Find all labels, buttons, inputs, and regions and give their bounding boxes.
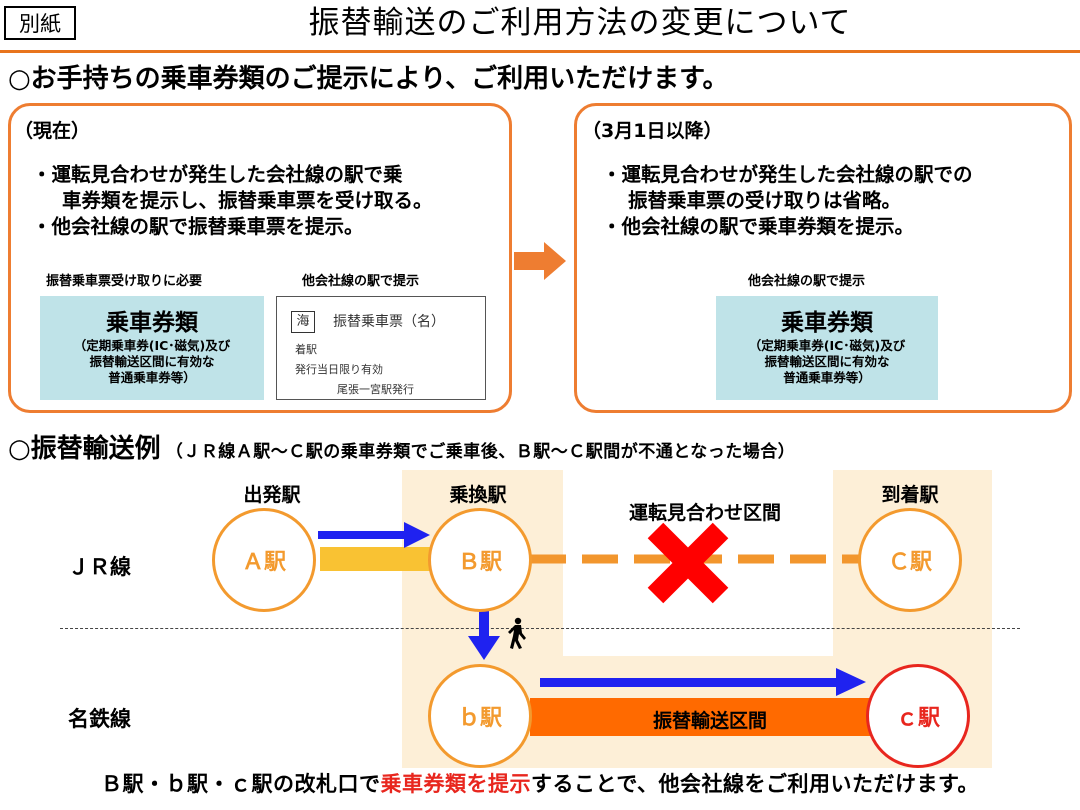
blue-arrow-head-bc	[836, 668, 866, 696]
jr-track-ab	[320, 547, 434, 571]
slip-mark: 海	[291, 311, 315, 333]
ticket-title: 乗車券類	[781, 310, 873, 336]
after-label: 他会社線の駅で提示	[748, 274, 866, 289]
walking-person-icon	[508, 617, 526, 649]
ticket-title: 乗車券類	[106, 310, 198, 336]
blue-arrow-shaft-ab	[318, 531, 410, 539]
blue-arrow-head-ab	[404, 522, 430, 548]
blue-arrow-shaft-down	[479, 608, 489, 640]
after-panel	[574, 103, 1072, 413]
arrow-right-icon	[514, 242, 566, 280]
meitetsu-transfer-track	[530, 698, 870, 736]
after-bullet-2: ・他会社線の駅で乗車券類を提示。	[602, 215, 915, 238]
slip-title: 振替乗車票（名）	[333, 314, 445, 330]
blue-arrow-head-down	[468, 636, 500, 660]
after-ticket-card: 乗車券類 （定期乗車券(IC･磁気)及び 振替輸送区間に有効な 普通乗車券等）	[716, 296, 938, 400]
footer-text-2: することで、他会社線をご利用いただけます。	[531, 772, 979, 796]
after-bullets: ・運転見合わせが発生した会社線の駅での 振替乗車票の受け取りは省略。 ・他会社線…	[594, 162, 973, 240]
footer-highlight: 乗車券類を提示	[380, 772, 532, 796]
current-label-left: 振替乗車票受け取りに必要	[46, 274, 203, 289]
current-label-right: 他会社線の駅で提示	[302, 274, 420, 289]
current-bullet-1: ・運転見合わせが発生した会社線の駅で乗	[32, 163, 403, 186]
ticket-detail-1: （定期乗車券(IC･磁気)及び	[73, 338, 231, 353]
example-heading-row: ○振替輸送例 （ＪＲ線Ａ駅～Ｃ駅の乗車券類でご乗車後、Ｂ駅～Ｃ駅間が不通となった…	[8, 428, 795, 465]
current-bullet-2: ・他会社線の駅で振替乗車票を提示。	[32, 215, 364, 238]
ticket-detail-3: 普通乗車券等）	[783, 370, 871, 385]
after-bullet-1-cont: 振替乗車票の受け取りは省略。	[628, 189, 902, 212]
current-panel	[8, 103, 512, 413]
line-divider	[60, 628, 1020, 629]
title-underline	[0, 50, 1080, 53]
arrival-label: 到着駅	[881, 484, 939, 506]
page-title: 振替輸送のご利用方法の変更について	[308, 5, 852, 41]
station-c: Ｃ駅	[858, 508, 962, 612]
blue-arrow-shaft-bc	[540, 678, 840, 687]
slip-line-1: 着駅	[295, 343, 317, 356]
current-heading: （現在）	[14, 120, 91, 142]
station-c-meitetsu: ｃ駅	[866, 664, 970, 768]
station-a: Ａ駅	[212, 508, 316, 612]
footer-text-1: Ｂ駅・ｂ駅・ｃ駅の改札口で	[101, 772, 381, 796]
transfer-section-label: 振替輸送区間	[652, 710, 767, 732]
after-heading: （3月1日以降）	[582, 120, 723, 142]
cross-mark-icon	[647, 522, 729, 604]
ticket-detail-3: 普通乗車券等）	[108, 370, 196, 385]
ticket-detail-1: （定期乗車券(IC･磁気)及び	[748, 338, 906, 353]
footer-note: Ｂ駅・ｂ駅・ｃ駅の改札口で乗車券類を提示することで、他会社線をご利用いただけます…	[0, 768, 1080, 798]
transfer-slip: 海 振替乗車票（名） 着駅 発行当日限り有効 尾張一宮駅発行	[276, 296, 486, 400]
slip-line-3: 尾張一宮駅発行	[337, 383, 414, 396]
after-bullet-1: ・運転見合わせが発生した会社線の駅での	[602, 163, 973, 186]
slip-line-2: 発行当日限り有効	[295, 363, 383, 376]
meitetsu-line-label: 名鉄線	[68, 707, 131, 731]
departure-label: 出発駅	[243, 484, 301, 506]
transfer-label: 乗換駅	[449, 484, 507, 506]
example-heading: ○振替輸送例	[8, 434, 161, 464]
current-bullets: ・運転見合わせが発生した会社線の駅で乗 車券類を提示し、振替乗車票を受け取る。 …	[24, 162, 433, 240]
current-bullet-1-cont: 車券類を提示し、振替乗車票を受け取る。	[62, 189, 433, 212]
jr-line-label: ＪＲ線	[68, 555, 131, 579]
current-ticket-card: 乗車券類 （定期乗車券(IC･磁気)及び 振替輸送区間に有効な 普通乗車券等）	[40, 296, 264, 400]
example-subheading: （ＪＲ線Ａ駅～Ｃ駅の乗車券類でご乗車後、Ｂ駅～Ｃ駅間が不通となった場合）	[165, 442, 796, 462]
suspended-label: 運転見合わせ区間	[628, 502, 781, 524]
station-b-meitetsu: ｂ駅	[428, 664, 532, 768]
station-b: Ｂ駅	[428, 508, 532, 612]
ticket-detail-2: 振替輸送区間に有効な	[89, 354, 215, 369]
attachment-tag: 別紙	[4, 6, 76, 40]
section-headline: ○お手持ちの乗車券類のご提示により、ご利用いただけます。	[8, 64, 729, 94]
ticket-detail-2: 振替輸送区間に有効な	[764, 354, 890, 369]
